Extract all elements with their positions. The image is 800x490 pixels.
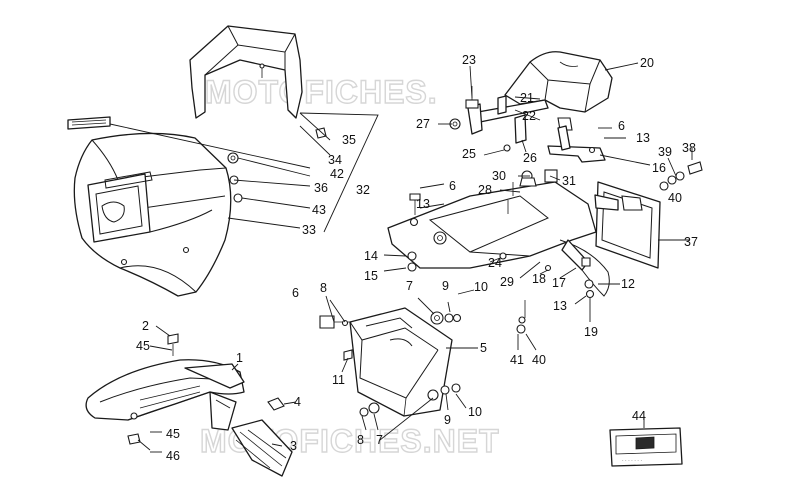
- callout-1: 1: [236, 351, 243, 365]
- callout-35: 35: [342, 133, 356, 147]
- callout-22: 22: [522, 109, 536, 123]
- callout-4: 4: [294, 395, 301, 409]
- callout-9-top: 9: [442, 279, 449, 293]
- callout-11: 11: [332, 373, 345, 387]
- callout-24: 24: [488, 256, 502, 270]
- seat-bracket: [449, 86, 573, 152]
- license-plate-holder: [594, 181, 661, 269]
- callout-28: 28: [478, 183, 492, 197]
- callout-30: 30: [492, 169, 506, 183]
- callout-41: 41: [510, 353, 524, 367]
- callout-43: 43: [312, 203, 326, 217]
- callout-36: 36: [314, 181, 328, 195]
- callout-38: 38: [682, 141, 696, 155]
- callout-5: 5: [480, 341, 487, 355]
- callout-13-low: 13: [553, 299, 567, 313]
- tail-cowl: [504, 51, 613, 113]
- callout-45-bottom: 45: [166, 427, 180, 441]
- callout-45-top: 45: [136, 339, 150, 353]
- callout-21: 21: [520, 91, 534, 105]
- rear-bracket: [547, 125, 606, 163]
- callout-17: 17: [552, 276, 566, 290]
- callout-3: 3: [290, 439, 297, 453]
- callout-6-right: 6: [618, 119, 625, 133]
- callout-34: 34: [328, 153, 342, 167]
- fender-hardware: [407, 193, 595, 334]
- callout-14: 14: [364, 249, 378, 263]
- callout-13-right: 13: [636, 131, 650, 145]
- callout-7-bottom: 7: [376, 433, 383, 447]
- inner-fender-box: [349, 307, 453, 417]
- leader-lines: [109, 62, 693, 453]
- callout-6-left: 6: [292, 286, 299, 300]
- plate-hardware: [659, 161, 703, 191]
- callout-44: 44: [632, 409, 646, 423]
- callout-40-right: 40: [668, 191, 682, 205]
- front-fender-screws: [127, 333, 179, 445]
- callout-10-bottom: 10: [468, 405, 482, 419]
- front-mudguard: [85, 359, 285, 431]
- callout-39: 39: [658, 145, 672, 159]
- callout-37: 37: [684, 235, 698, 249]
- callout-8-top: 8: [320, 281, 327, 295]
- callout-26: 26: [523, 151, 537, 165]
- mud-flap: [231, 419, 293, 477]
- headlight-fairing: [73, 132, 232, 297]
- callout-12: 12: [621, 277, 635, 291]
- callout-6-mid: 6: [449, 179, 456, 193]
- fairing-screws: [227, 127, 327, 203]
- callout-20: 20: [640, 56, 654, 70]
- fairing-bracket: [189, 25, 303, 119]
- decal-sheet: · · · · · · ·: [609, 427, 683, 467]
- callout-31: 31: [562, 174, 576, 188]
- box-hardware: [319, 311, 462, 417]
- callout-32: 32: [356, 183, 370, 197]
- callout-10-top: 10: [474, 280, 488, 294]
- callout-29: 29: [500, 275, 514, 289]
- callout-2: 2: [142, 319, 149, 333]
- callout-23: 23: [462, 53, 476, 67]
- callout-8-bottom: 8: [357, 433, 364, 447]
- callout-33: 33: [302, 223, 316, 237]
- callout-15: 15: [364, 269, 378, 283]
- callout-25: 25: [462, 147, 476, 161]
- callout-18: 18: [532, 272, 546, 286]
- decal-caption: · · · · · · ·: [622, 458, 642, 464]
- fairing-decal: [67, 116, 111, 130]
- watermark-top: MOTOFICHES.: [205, 74, 438, 110]
- callout-9-bottom: 9: [444, 413, 451, 427]
- callout-13-mid: 13: [416, 197, 430, 211]
- callout-42: 42: [330, 167, 344, 181]
- callout-40-low: 40: [532, 353, 546, 367]
- callout-16: 16: [652, 161, 666, 175]
- callout-19: 19: [584, 325, 598, 339]
- callout-46: 46: [166, 449, 180, 463]
- callout-numbers: 1 2 3 4 5 6 6 6 7 7 8 8 9 9 10 10 11 12 …: [136, 53, 698, 463]
- callout-7-top: 7: [406, 279, 413, 293]
- callout-27: 27: [416, 117, 430, 131]
